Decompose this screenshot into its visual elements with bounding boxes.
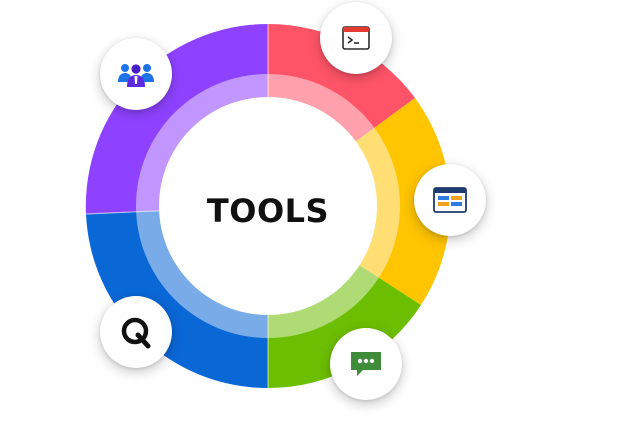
terminal-icon: [342, 26, 370, 50]
dashboard-badge[interactable]: [414, 164, 486, 236]
terminal-badge[interactable]: [320, 2, 392, 74]
center-disc: [159, 97, 377, 315]
chat-badge[interactable]: [330, 328, 402, 400]
q-logo-badge[interactable]: [100, 296, 172, 368]
team-badge[interactable]: [100, 38, 172, 110]
q-logo-icon: [121, 317, 151, 349]
chat-icon: [351, 352, 381, 376]
center-title: TOOLS: [206, 192, 330, 230]
team-icon: [118, 64, 154, 87]
dashboard-icon: [433, 187, 467, 213]
